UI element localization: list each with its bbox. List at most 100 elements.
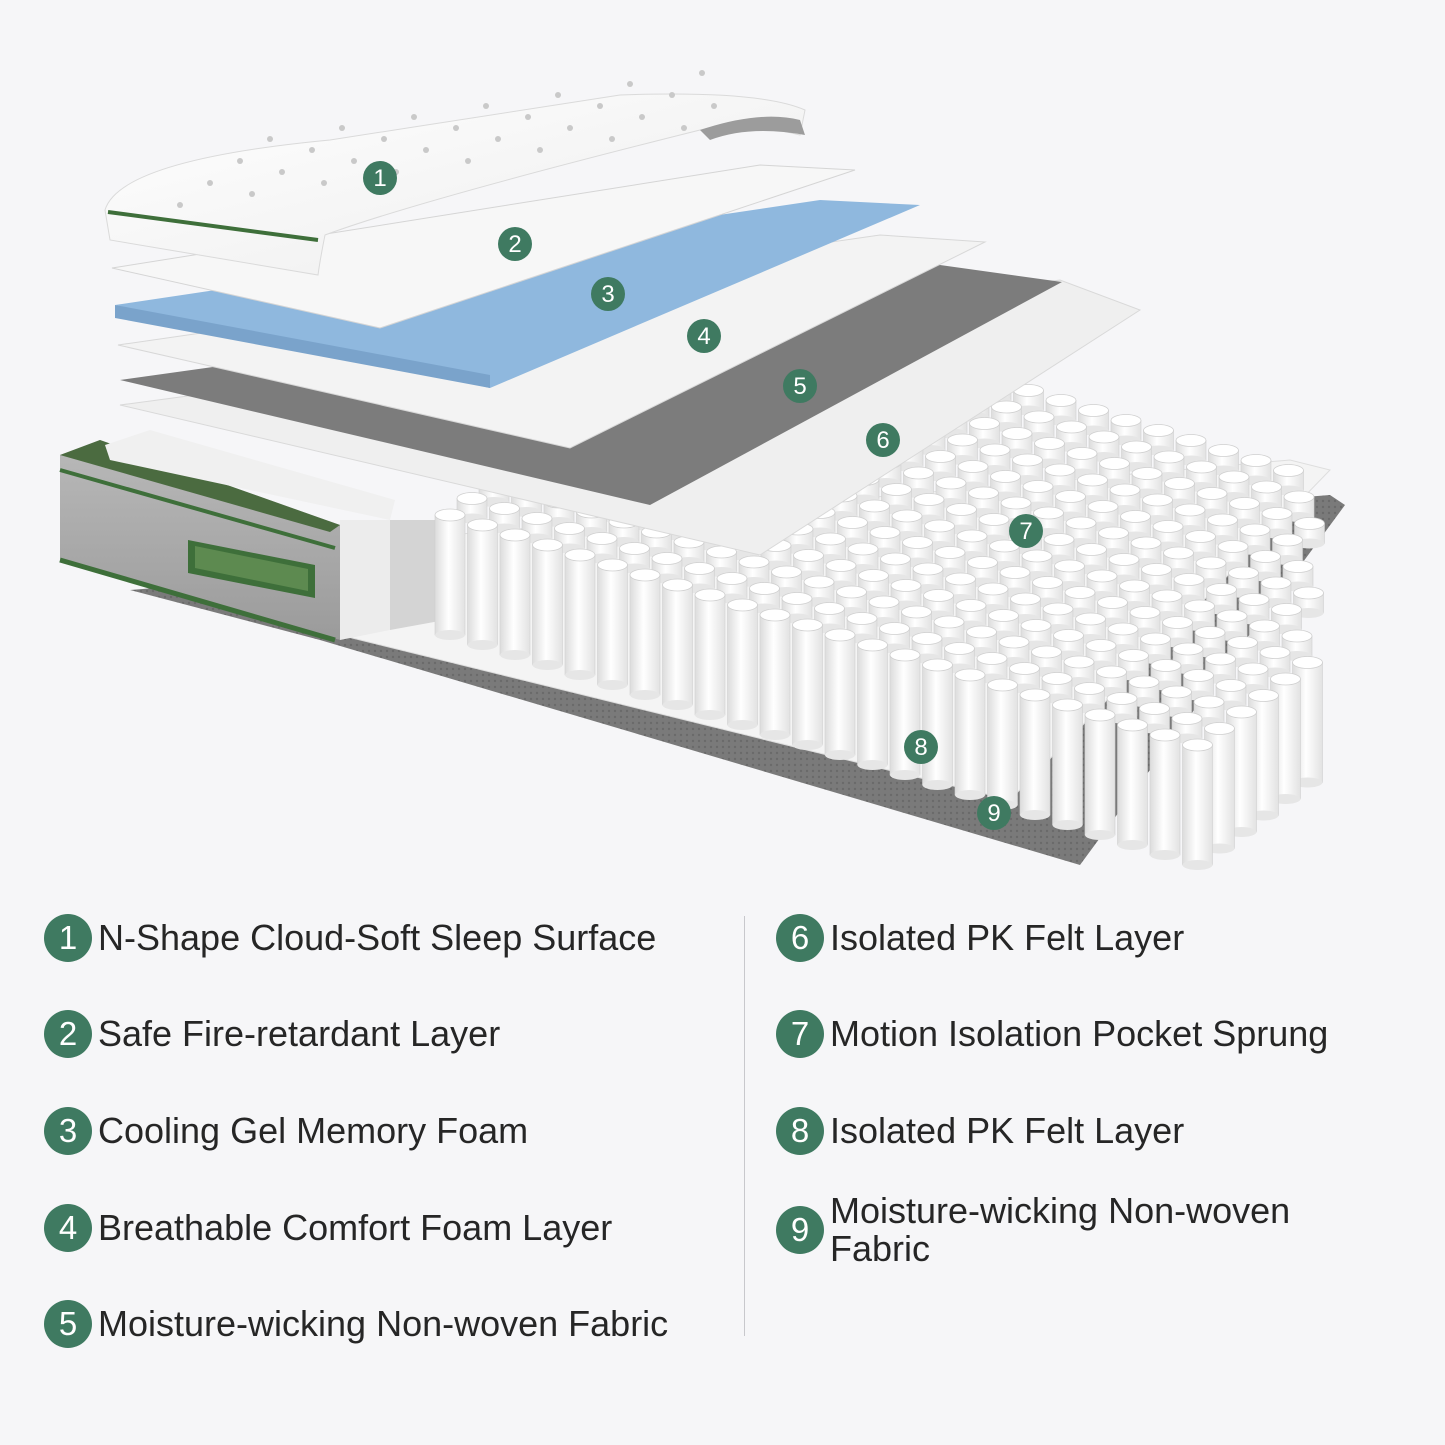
spring-coil [467, 518, 498, 650]
badge-7: 7 [776, 1010, 824, 1058]
quilt-tuft [279, 169, 285, 175]
legend-text-2: Safe Fire-retardant Layer [98, 1013, 501, 1054]
badge-3: 3 [44, 1107, 92, 1155]
spring-coil [889, 648, 921, 780]
spring-coil [954, 668, 986, 800]
legend-text-8: Isolated PK Felt Layer [830, 1110, 1185, 1151]
quilt-tuft [567, 125, 573, 131]
quilt-tuft [237, 158, 243, 164]
badge-2: 2 [44, 1010, 92, 1058]
marker-1: 1 [363, 161, 397, 195]
quilt-tuft [639, 114, 645, 120]
quilt-tuft [609, 136, 615, 142]
quilt-tuft [411, 114, 417, 120]
quilt-tuft [711, 103, 717, 109]
legend: 1 N-Shape Cloud-Soft Sleep Surface 2 Saf… [0, 900, 1445, 1380]
legend-item-9: 9 Moisture-wicking Non-woven Fabric [776, 1192, 1390, 1268]
marker-9: 9 [977, 796, 1011, 830]
legend-item-8: 8 Isolated PK Felt Layer [776, 1107, 1184, 1155]
marker-5: 5 [783, 369, 817, 403]
legend-item-5: 5 Moisture-wicking Non-woven Fabric [44, 1300, 668, 1348]
spring-coil [1019, 688, 1051, 820]
quilt-tuft [351, 158, 357, 164]
legend-divider [744, 916, 745, 1336]
spring-coil [857, 638, 888, 770]
legend-text-1: N-Shape Cloud-Soft Sleep Surface [98, 917, 657, 958]
marker-label: 2 [508, 231, 521, 258]
marker-label: 7 [1019, 518, 1032, 545]
marker-7: 7 [1009, 514, 1043, 548]
quilt-tuft [555, 92, 561, 98]
quilt-tuft [699, 70, 705, 76]
layer-2-fire-retardant [111, 164, 856, 329]
badge-9: 9 [776, 1206, 824, 1254]
quilt-tuft [423, 147, 429, 153]
layer-markers: 1 2 3 4 5 6 7 8 9 [363, 161, 1043, 830]
badge-5: 5 [44, 1300, 92, 1348]
quilt-tufts [177, 70, 717, 208]
spring-coil [564, 548, 596, 680]
spring-coil [1084, 708, 1116, 840]
quilt-tuft [495, 136, 501, 142]
legend-item-4: 4 Breathable Comfort Foam Layer [44, 1204, 612, 1252]
legend-text-7: Motion Isolation Pocket Sprung [830, 1013, 1329, 1054]
marker-8: 8 [904, 730, 938, 764]
quilt-tuft [525, 114, 531, 120]
legend-text-9: Moisture-wicking Non-woven Fabric [830, 1190, 1291, 1269]
marker-label: 1 [373, 165, 386, 192]
spring-coil [499, 528, 531, 660]
legend-text-3: Cooling Gel Memory Foam [98, 1110, 529, 1151]
spring-coil [1106, 692, 1138, 724]
quilt-tuft [465, 158, 471, 164]
legend-text-4: Breathable Comfort Foam Layer [98, 1207, 613, 1248]
marker-6: 6 [866, 423, 900, 457]
marker-label: 4 [697, 323, 710, 350]
quilt-tuft [321, 180, 327, 186]
quilt-tuft [177, 202, 183, 208]
marker-label: 9 [987, 800, 1000, 827]
marker-label: 3 [601, 281, 614, 308]
legend-item-6: 6 Isolated PK Felt Layer [776, 914, 1184, 962]
spring-coil [922, 658, 953, 790]
spring-coil [694, 588, 726, 720]
legend-text-6: Isolated PK Felt Layer [830, 917, 1185, 958]
quilt-tuft [339, 125, 345, 131]
quilt-tuft [249, 191, 255, 197]
spring-coil [727, 598, 758, 730]
marker-2: 2 [498, 227, 532, 261]
marker-4: 4 [687, 319, 721, 353]
quilt-tuft [627, 81, 633, 87]
quilt-tuft [207, 180, 213, 186]
badge-6: 6 [776, 914, 824, 962]
quilt-tuft [381, 136, 387, 142]
marker-3: 3 [591, 277, 625, 311]
quilt-tuft [681, 125, 687, 131]
layer-3-gel-foam [115, 200, 920, 388]
quilt-tuft [537, 147, 543, 153]
spring-coil [1182, 738, 1213, 870]
spring-coil [759, 608, 791, 740]
spring-coil [824, 628, 856, 760]
quilt-tuft [597, 103, 603, 109]
quilt-tuft [669, 92, 675, 98]
quilt-tuft [309, 147, 315, 153]
layer-1-quilted-top [104, 70, 806, 276]
badge-8: 8 [776, 1107, 824, 1155]
spring-coil [1020, 619, 1052, 651]
quilt-tuft [453, 125, 459, 131]
spring-coil [1052, 698, 1083, 830]
spring-coil [1149, 728, 1181, 860]
spring-coil [1164, 477, 1195, 509]
marker-label: 6 [876, 427, 889, 454]
spring-coil [434, 508, 466, 640]
badge-4: 4 [44, 1204, 92, 1252]
marker-label: 8 [914, 734, 927, 761]
quilt-tuft [483, 103, 489, 109]
spring-coil [662, 578, 693, 710]
marker-label: 5 [793, 373, 806, 400]
quilt-tuft [267, 136, 273, 142]
spring-coil [597, 558, 628, 690]
legend-item-2: 2 Safe Fire-retardant Layer [44, 1010, 500, 1058]
spring-coil [1117, 718, 1148, 850]
legend-item-3: 3 Cooling Gel Memory Foam [44, 1107, 528, 1155]
